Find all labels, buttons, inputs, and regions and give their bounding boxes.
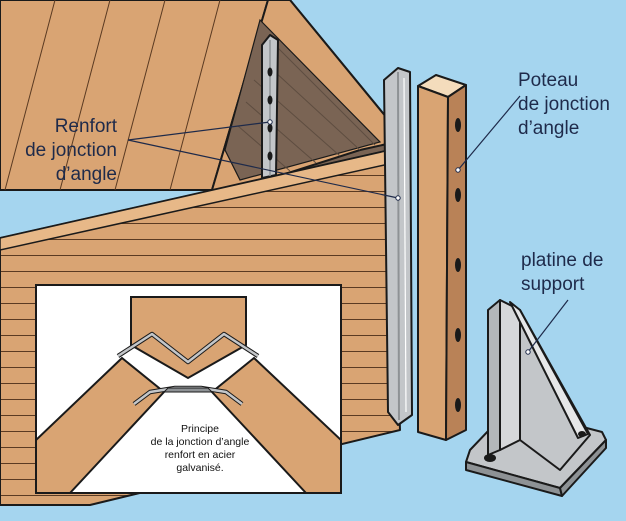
inset-caption-line-4: galvanisé. — [176, 462, 223, 474]
corner-post — [417, 74, 467, 441]
rear-reinforcement-rail — [261, 34, 279, 179]
label-poteau-line-3: d’angle — [518, 118, 579, 139]
label-poteau-line-1: Poteau — [518, 70, 578, 91]
inset-left-board — [35, 356, 166, 494]
inset-post — [130, 296, 247, 380]
label-renfort: Renfort de jonction d’angle — [25, 116, 118, 185]
inset-right-board — [210, 356, 342, 494]
label-poteau: Poteau de jonction d’angle — [518, 70, 610, 139]
front-reinforcement-rail — [383, 67, 413, 426]
inset-caption-line-3: renfort en acier — [165, 449, 236, 461]
label-poteau-line-2: de jonction — [518, 94, 610, 115]
inset-caption-line-1: Principe — [181, 423, 219, 435]
support-plate — [465, 299, 607, 497]
leader-lines — [127, 95, 569, 353]
label-platine: platine de support — [521, 250, 603, 295]
label-platine-line-1: platine de — [521, 250, 603, 271]
inset-caption-line-2: de la jonction d’angle — [151, 436, 250, 448]
far-wall — [0, 0, 407, 191]
label-renfort-line-3: d’angle — [56, 164, 117, 185]
label-renfort-line-1: Renfort — [55, 116, 118, 137]
label-renfort-line-2: de jonction — [25, 140, 117, 161]
leader-dots — [267, 119, 531, 355]
label-platine-line-2: support — [521, 274, 585, 295]
inset-steel-bracket — [117, 332, 259, 364]
joint-principle-inset: Principe de la jonction d’angle renfort … — [35, 284, 342, 494]
